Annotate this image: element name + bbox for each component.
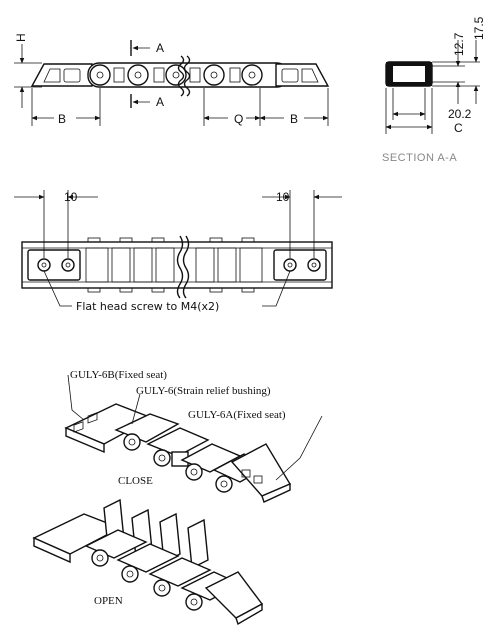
dim-h-label: H [14,33,28,42]
dim-b-left: B [31,88,101,126]
label-guly-6b: GULY-6B(Fixed seat) [70,369,167,381]
section-mark-top: A [156,41,164,55]
isometric-open-view: OPEN [32,498,264,626]
dim-q-label: Q [234,112,243,126]
dim-10-right: 10 [276,190,290,204]
section-cut-mark: A A [130,40,164,109]
leader-6b [67,374,85,421]
dim-17-5: 17.5 [472,16,486,40]
isometric-close-view: GULY-6B(Fixed seat) GULY-6(Strain relief… [64,369,323,503]
plan-left-seat [27,249,81,281]
section-a-a-view: 12.7 17.5 20.2 C SECTION A-A [382,16,486,164]
iso-close-links [114,413,270,493]
leader-6a [275,415,323,481]
close-label: CLOSE [118,475,153,487]
label-guly-6: GULY-6(Strain relief bushing) [136,385,271,397]
side-view: H B Q B A [14,33,330,126]
dim-b-right-label: B [290,112,298,126]
leader-6 [131,393,141,425]
section-caption: SECTION A-A [382,152,457,164]
dim-h: H [14,33,42,108]
label-guly-6a: GULY-6A(Fixed seat) [188,409,286,421]
break-lines [177,55,191,97]
section-mark-bottom: A [156,95,164,109]
open-label: OPEN [94,595,123,607]
dim-20-2: 20.2 [448,107,472,121]
plan-links [85,237,263,293]
plan-right-seat [273,249,327,281]
screw-holes [37,258,321,272]
dim-b-right: B [259,88,329,126]
dim-c: C [454,121,463,135]
chain-links [87,62,289,88]
dim-q: Q [203,88,261,126]
left-end-bracket [30,63,93,87]
dim-12-7: 12.7 [452,32,466,56]
plan-view: 10 10 Flat head screw to M4(x2) [14,190,342,313]
dim-b-left-label: B [58,112,66,126]
right-end-bracket [275,63,330,87]
dim-10-left: 10 [64,190,78,204]
screw-note: Flat head screw to M4(x2) [76,300,219,313]
